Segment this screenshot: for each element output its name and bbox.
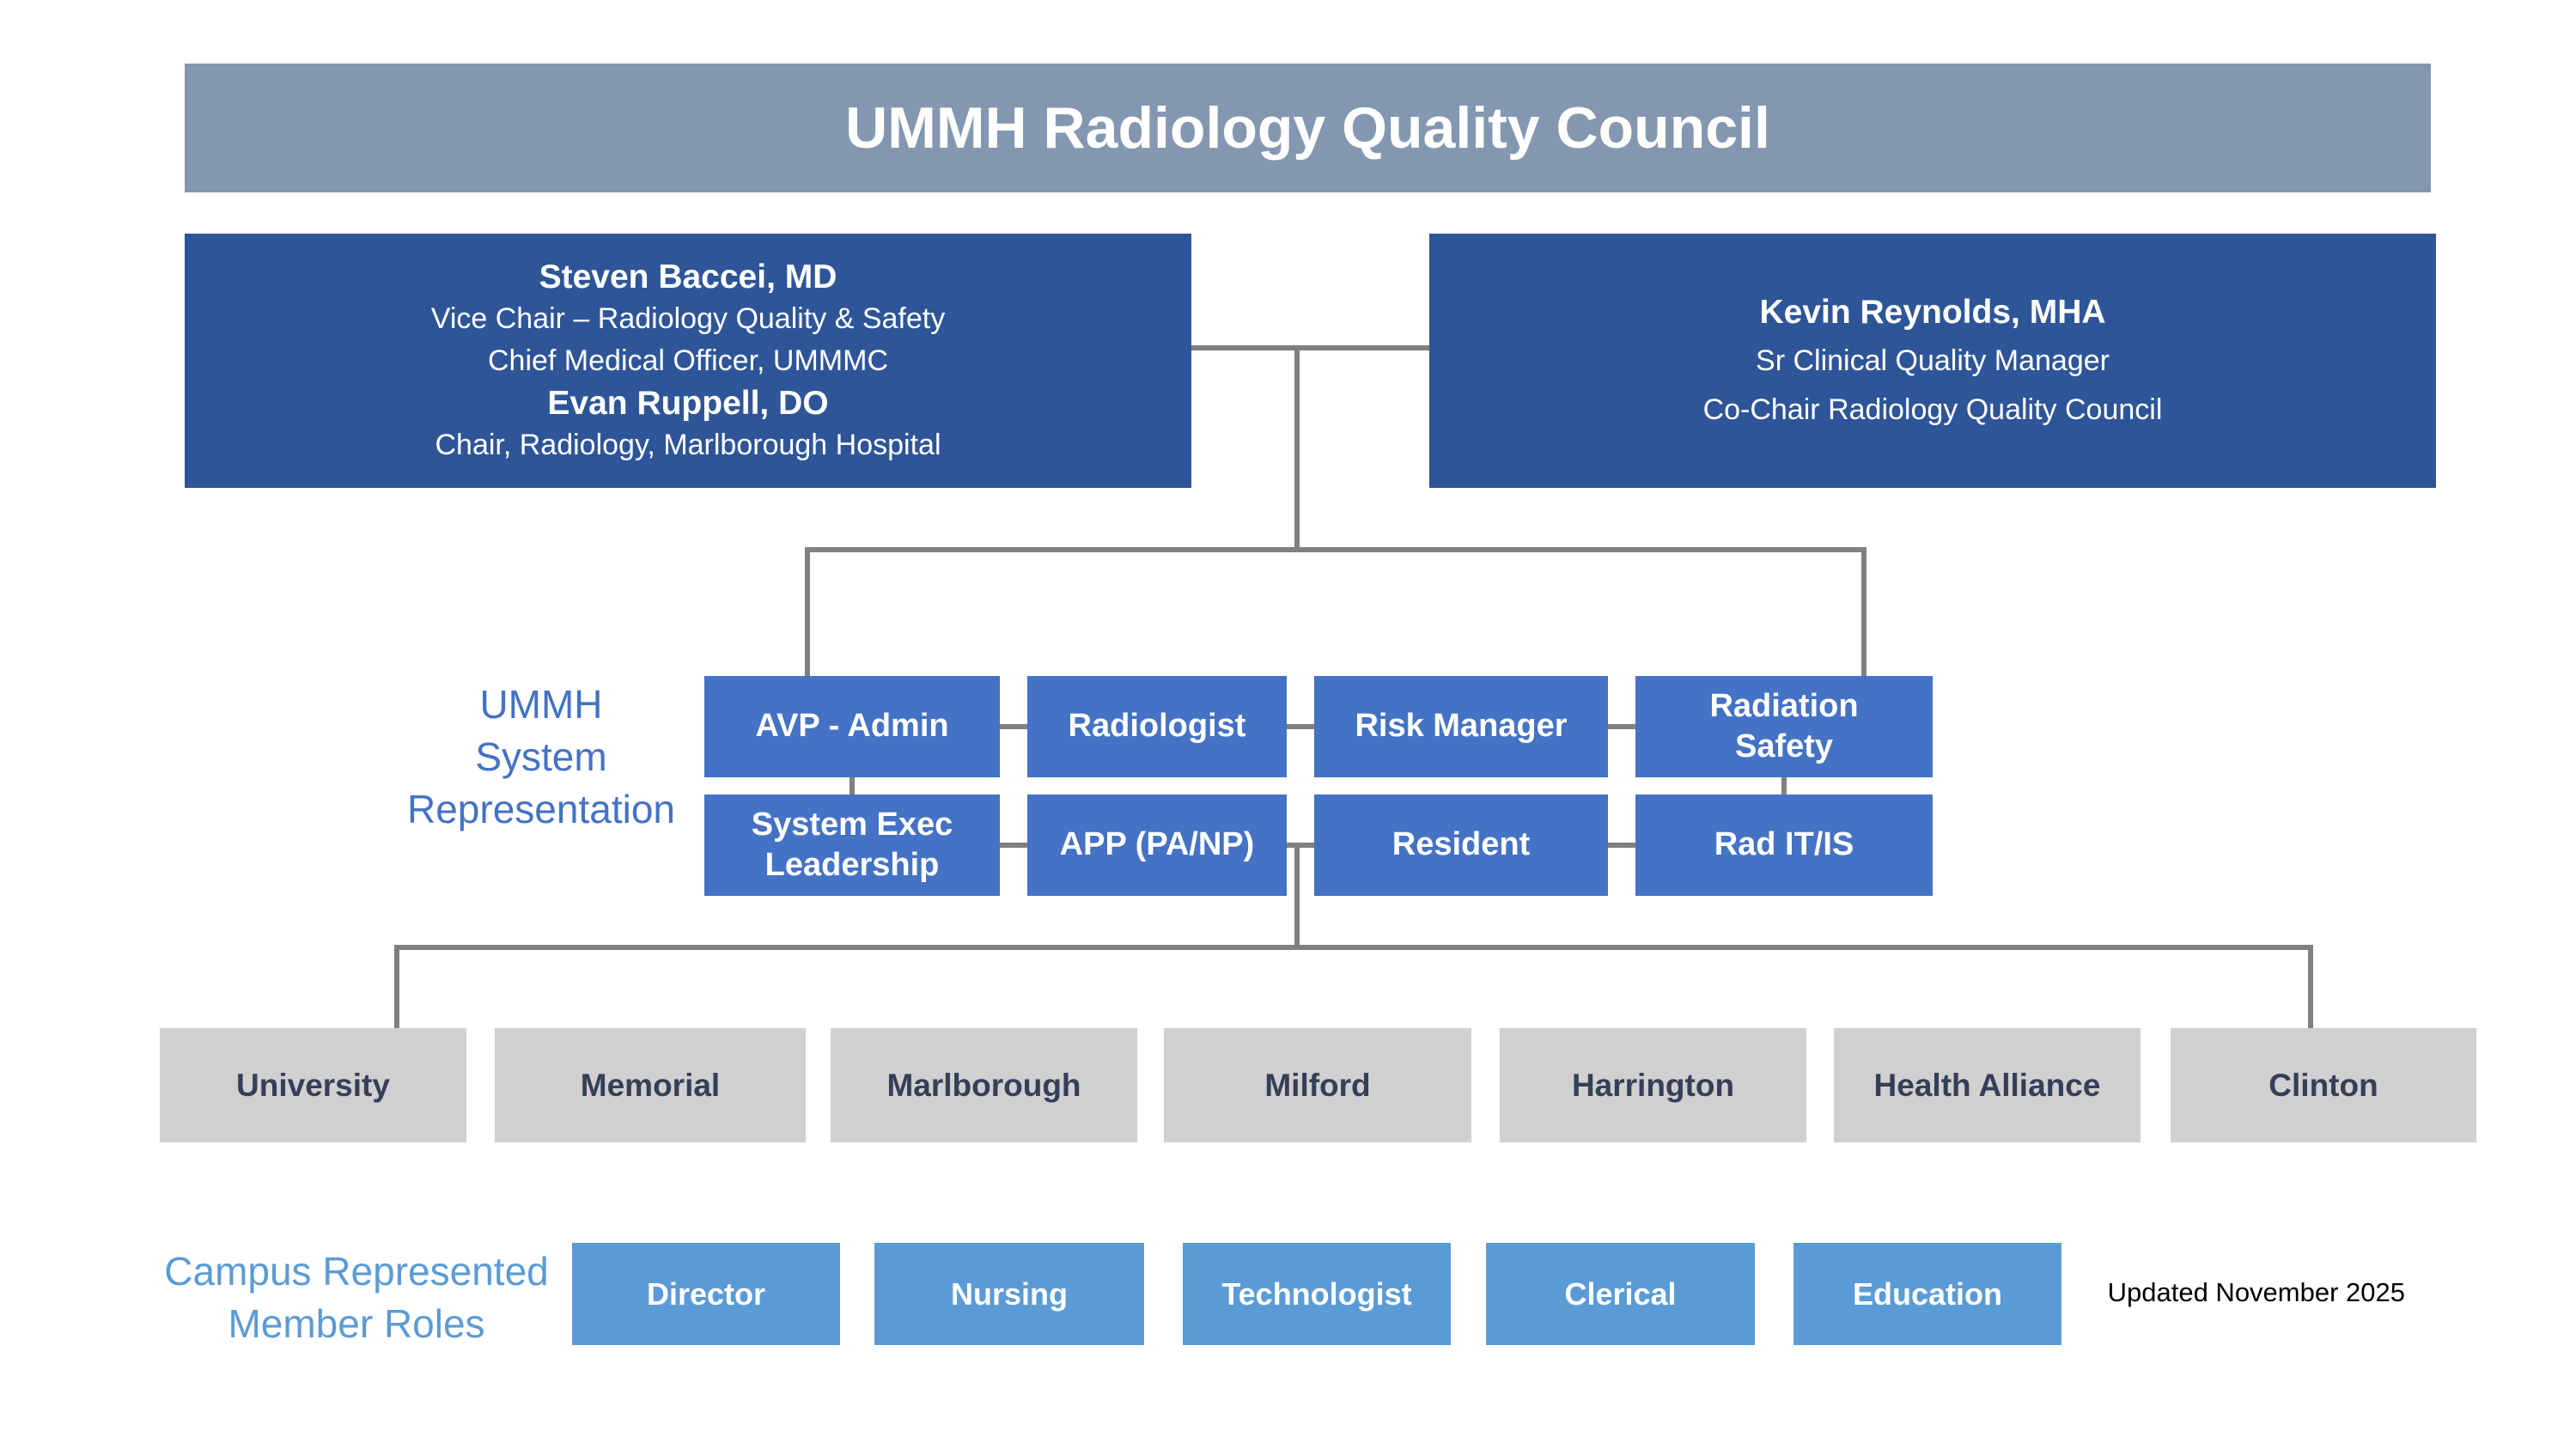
connector-campus-horizontal bbox=[394, 945, 2313, 950]
system-box-risk-manager: Risk Manager bbox=[1314, 676, 1608, 777]
campus-box-clinton: Clinton bbox=[2171, 1028, 2476, 1142]
leader-role: Sr Clinical Quality Manager bbox=[1756, 344, 2110, 377]
campus-box-memorial: Memorial bbox=[495, 1028, 806, 1142]
connector-campus-drop-right bbox=[2308, 945, 2313, 1028]
leader-name: Steven Baccei, MD bbox=[539, 258, 837, 295]
leader-role: Chief Medical Officer, UMMMC bbox=[487, 344, 889, 377]
system-box-rad-it-is: Rad IT/IS bbox=[1635, 795, 1933, 896]
system-representation-label: UMMH System Representation bbox=[407, 682, 675, 831]
leader-name: Evan Ruppell, DO bbox=[547, 384, 829, 422]
system-box-radiation-safety: Radiation Safety bbox=[1635, 676, 1933, 777]
role-box-nursing: Nursing bbox=[874, 1243, 1144, 1345]
connector-leaders-drop bbox=[1294, 345, 1300, 552]
connector-system-drop-left bbox=[805, 547, 810, 676]
system-box-avp-admin: AVP - Admin bbox=[704, 676, 1000, 777]
campus-box-marlborough: Marlborough bbox=[831, 1028, 1137, 1142]
role-box-technologist: Technologist bbox=[1183, 1243, 1451, 1345]
campus-box-harrington: Harrington bbox=[1500, 1028, 1806, 1142]
role-box-director: Director bbox=[572, 1243, 840, 1345]
connector-stub bbox=[1000, 724, 1027, 729]
page-title: UMMH Radiology Quality Council bbox=[845, 95, 1770, 161]
leader-box-cochair: Kevin Reynolds, MHA Sr Clinical Quality … bbox=[1429, 234, 2436, 488]
campus-box-health-alliance: Health Alliance bbox=[1834, 1028, 2141, 1142]
connector-stub bbox=[1000, 843, 1027, 848]
role-box-clerical: Clerical bbox=[1486, 1243, 1755, 1345]
connector-stub-vertical bbox=[1781, 777, 1787, 795]
role-box-education: Education bbox=[1793, 1243, 2061, 1345]
leader-box-vice-chair: Steven Baccei, MD Vice Chair – Radiology… bbox=[185, 234, 1191, 488]
updated-note: Updated November 2025 bbox=[2107, 1277, 2405, 1307]
connector-system-drop-right bbox=[1861, 547, 1867, 676]
connector-campus-drop-left bbox=[394, 945, 399, 1028]
connector-stub bbox=[1287, 843, 1314, 848]
connector-stub-vertical bbox=[850, 777, 855, 795]
leader-role: Chair, Radiology, Marlborough Hospital bbox=[435, 428, 941, 461]
connector-stub bbox=[1608, 843, 1635, 848]
system-box-app-pa-np: APP (PA/NP) bbox=[1027, 795, 1287, 896]
leader-name: Kevin Reynolds, MHA bbox=[1759, 293, 2106, 331]
connector-campus-drop-center bbox=[1294, 848, 1300, 950]
connector-leaders-horizontal bbox=[1191, 345, 1429, 350]
connector-stub bbox=[1287, 724, 1314, 729]
campus-box-university: University bbox=[160, 1028, 466, 1142]
connector-stub bbox=[1608, 724, 1635, 729]
campus-box-milford: Milford bbox=[1164, 1028, 1471, 1142]
connector-system-horizontal bbox=[805, 547, 1867, 552]
title-banner: UMMH Radiology Quality Council bbox=[185, 64, 2431, 192]
leader-role: Co-Chair Radiology Quality Council bbox=[1702, 393, 2163, 426]
system-box-resident: Resident bbox=[1314, 795, 1608, 896]
system-box-radiologist: Radiologist bbox=[1027, 676, 1287, 777]
leader-role: Vice Chair – Radiology Quality & Safety bbox=[430, 301, 946, 335]
system-box-system-exec-leadership: System Exec Leadership bbox=[704, 795, 1000, 896]
campus-roles-label: Campus Represented Member Roles bbox=[164, 1249, 549, 1346]
